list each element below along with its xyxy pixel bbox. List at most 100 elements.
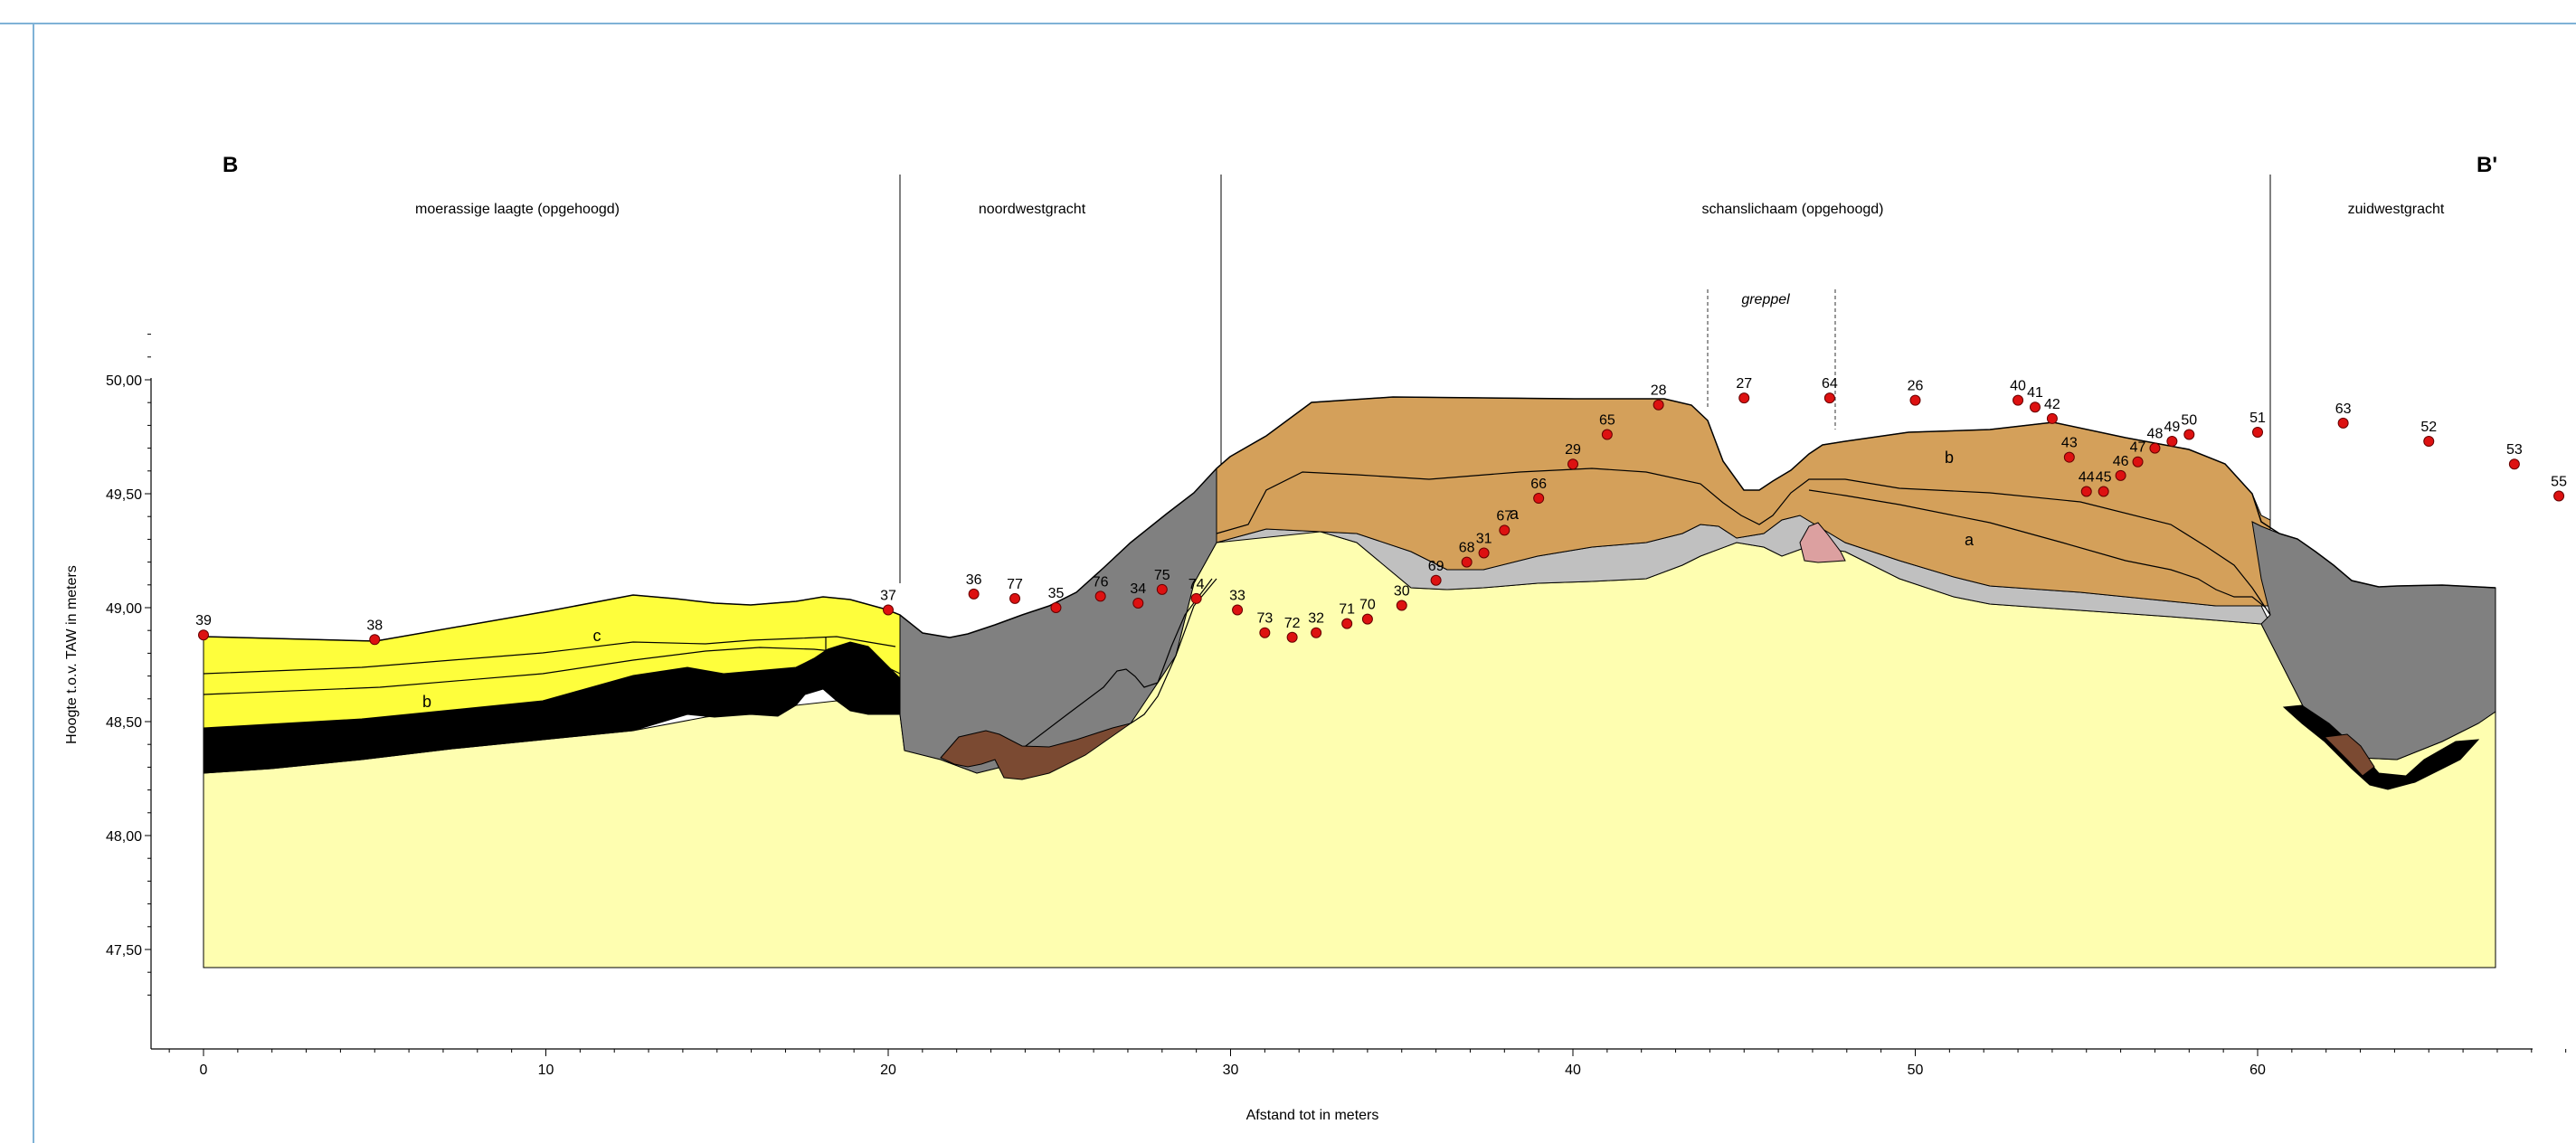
layer-southwest-brown <box>2323 733 2375 777</box>
greppel-label: greppel <box>1741 292 1790 307</box>
zone-label-northwest-moat: noordwestgracht <box>979 202 1086 217</box>
survey-point-31 <box>1478 547 1490 559</box>
survey-point-38 <box>369 634 381 646</box>
survey-point-label-52: 52 <box>2420 420 2437 435</box>
survey-point-39 <box>198 629 209 641</box>
survey-point-label-28: 28 <box>1651 383 1667 399</box>
survey-point-label-45: 45 <box>2096 469 2112 485</box>
survey-point-70 <box>1361 613 1373 625</box>
survey-point-label-73: 73 <box>1256 611 1273 627</box>
survey-point-72 <box>1286 631 1298 643</box>
y-axis-title: Hoogte t.o.v. TAW in meters <box>64 565 80 744</box>
survey-point-label-74: 74 <box>1189 577 1205 592</box>
survey-point-43 <box>2063 451 2075 463</box>
survey-point-49 <box>2166 436 2178 448</box>
survey-point-label-70: 70 <box>1359 598 1376 613</box>
x-axis-ticks: 010203040506070 <box>168 1049 2567 1078</box>
survey-point-label-41: 41 <box>2027 385 2043 401</box>
zone-label-rampart: schanslichaam (opgehoogd) <box>1701 202 1883 217</box>
y-axis-ticks: 47,50 48,00 48,50 49,00 49,50 50,00 <box>106 334 151 996</box>
survey-point-65 <box>1601 429 1613 440</box>
survey-point-34 <box>1132 597 1144 609</box>
survey-point-label-51: 51 <box>2249 411 2266 426</box>
survey-point-label-49: 49 <box>2164 420 2180 435</box>
survey-point-69 <box>1430 574 1442 586</box>
survey-point-label-32: 32 <box>1308 611 1324 627</box>
survey-point-46 <box>2115 469 2126 481</box>
survey-point-32 <box>1311 627 1322 638</box>
survey-point-26 <box>1909 394 1921 406</box>
survey-point-label-39: 39 <box>195 613 212 628</box>
marsh-layer-c-label: c <box>593 627 601 645</box>
survey-point-label-69: 69 <box>1428 559 1444 574</box>
y-tick-label: 50,00 <box>106 373 142 389</box>
survey-point-label-37: 37 <box>880 589 896 604</box>
survey-point-45 <box>2098 486 2109 497</box>
survey-point-label-42: 42 <box>2044 397 2060 412</box>
survey-point-33 <box>1232 604 1244 616</box>
survey-point-label-76: 76 <box>1093 574 1109 590</box>
survey-point-label-65: 65 <box>1599 412 1615 428</box>
x-tick-label: 50 <box>1908 1063 1924 1078</box>
survey-point-50 <box>2183 429 2195 440</box>
survey-point-label-34: 34 <box>1130 581 1146 597</box>
survey-point-77 <box>1009 592 1021 604</box>
survey-point-28 <box>1653 399 1664 411</box>
zone-label-southwest-moat: zuidwestgracht <box>2348 202 2445 217</box>
x-tick-label: 30 <box>1223 1063 1239 1078</box>
survey-point-label-26: 26 <box>1908 379 1924 394</box>
rampart-inner-line-upper <box>1216 468 2271 616</box>
survey-point-29 <box>1567 458 1578 470</box>
survey-point-label-75: 75 <box>1154 568 1170 583</box>
survey-point-label-77: 77 <box>1007 577 1023 592</box>
y-tick-label: 49,00 <box>106 601 142 617</box>
survey-point-label-55: 55 <box>2551 475 2567 490</box>
y-tick-label: 49,50 <box>106 487 142 503</box>
survey-point-53 <box>2508 458 2520 470</box>
survey-point-66 <box>1533 493 1545 505</box>
survey-point-label-35: 35 <box>1048 586 1065 601</box>
survey-point-55 <box>2553 490 2565 502</box>
survey-point-68 <box>1461 556 1473 568</box>
survey-point-67 <box>1499 524 1511 536</box>
survey-point-label-46: 46 <box>2113 454 2129 469</box>
ground-surface-line <box>203 396 2496 642</box>
survey-point-64 <box>1823 392 1835 404</box>
x-tick-label: 20 <box>880 1063 896 1078</box>
survey-point-41 <box>2029 401 2041 413</box>
survey-point-label-33: 33 <box>1229 589 1245 604</box>
survey-point-51 <box>2252 426 2263 438</box>
survey-point-label-43: 43 <box>2061 436 2078 451</box>
y-tick-label: 48,00 <box>106 829 142 845</box>
survey-point-37 <box>883 604 894 616</box>
y-tick-label: 48,50 <box>106 715 142 731</box>
marsh-layer-b-label: b <box>422 693 431 711</box>
survey-point-label-50: 50 <box>2181 412 2197 428</box>
survey-point-label-27: 27 <box>1736 376 1752 392</box>
survey-point-label-40: 40 <box>2010 379 2026 394</box>
rampart-inner-line-lower <box>1808 489 2267 609</box>
survey-point-75 <box>1156 583 1168 595</box>
x-tick-label: 60 <box>2249 1063 2266 1078</box>
survey-point-35 <box>1050 602 1062 613</box>
survey-point-36 <box>968 588 980 600</box>
survey-point-71 <box>1341 618 1353 629</box>
survey-point-label-71: 71 <box>1339 602 1355 618</box>
x-tick-label: 0 <box>200 1063 208 1078</box>
layer-pink-lens <box>1799 522 1846 563</box>
moat-inner-line-1 <box>1021 578 1213 750</box>
survey-point-44 <box>2080 486 2092 497</box>
survey-point-label-36: 36 <box>966 572 982 588</box>
survey-point-label-47: 47 <box>2130 440 2146 456</box>
rampart-layer-a-label: a <box>1510 505 1520 523</box>
y-tick-label: 47,50 <box>106 943 142 959</box>
survey-point-42 <box>2046 412 2058 424</box>
rampart-layer-a2-label: a <box>1965 531 1975 549</box>
marsh-layer-line-c <box>203 647 901 695</box>
survey-point-40 <box>2012 394 2024 406</box>
survey-point-73 <box>1259 627 1271 638</box>
survey-point-label-31: 31 <box>1476 532 1492 547</box>
survey-point-label-44: 44 <box>2079 469 2095 485</box>
